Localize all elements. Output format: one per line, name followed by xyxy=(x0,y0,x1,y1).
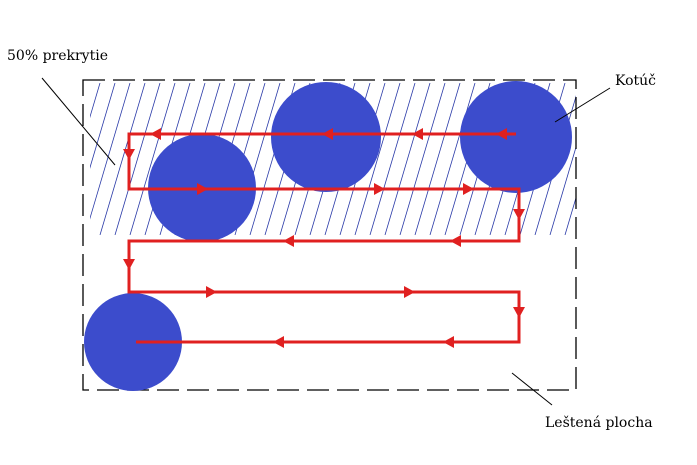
hatch-line xyxy=(99,83,146,235)
hatch-line xyxy=(354,83,401,235)
hatch-line xyxy=(384,83,431,235)
arrowhead xyxy=(150,128,161,140)
hatch-line xyxy=(549,145,576,235)
disc-2 xyxy=(271,82,381,192)
arrowhead xyxy=(374,183,385,195)
disc-1 xyxy=(460,81,572,193)
discs xyxy=(84,81,572,391)
hatch-line xyxy=(369,83,416,235)
arrowhead xyxy=(513,209,525,220)
arrowhead xyxy=(450,235,461,247)
hatch-line xyxy=(129,83,176,235)
hatch-line xyxy=(25,83,70,235)
hatch-line xyxy=(90,83,101,119)
hatch-line xyxy=(429,83,476,235)
hatch-line xyxy=(564,196,576,235)
arrowhead xyxy=(496,128,507,140)
disc-label: Kotúč xyxy=(615,73,656,89)
overlap-label: 50% prekrytie xyxy=(7,48,108,64)
hatch-line xyxy=(114,83,161,235)
hatch-line xyxy=(90,83,131,220)
hatch-line xyxy=(580,83,625,235)
arrowhead xyxy=(322,128,333,140)
hatch-line xyxy=(414,83,461,235)
hatch-line xyxy=(399,83,446,235)
disc-leader-line xyxy=(554,87,611,123)
disc-4 xyxy=(84,293,182,391)
arrowhead xyxy=(273,336,284,348)
arrowhead xyxy=(123,149,135,160)
arrowhead xyxy=(463,183,474,195)
arrowhead xyxy=(412,128,423,140)
surface-label: Leštená plocha xyxy=(545,414,653,431)
arrowhead xyxy=(443,336,454,348)
arrowhead xyxy=(283,235,294,247)
arrowhead xyxy=(404,286,415,298)
hatch-line xyxy=(40,83,85,235)
direction-arrows xyxy=(123,128,525,348)
arrowhead xyxy=(206,286,217,298)
hatch-line xyxy=(90,83,116,169)
arrowhead xyxy=(197,183,208,195)
arrowhead xyxy=(123,259,135,270)
arrowhead xyxy=(513,307,525,318)
surface-leader-line xyxy=(511,372,553,406)
hatch-line xyxy=(595,83,640,235)
hatch-line xyxy=(0,83,40,235)
hatch-line xyxy=(10,83,55,235)
polished-surface-outline xyxy=(82,79,577,391)
overlap-leader-line xyxy=(41,77,116,166)
leader-lines xyxy=(41,77,611,406)
